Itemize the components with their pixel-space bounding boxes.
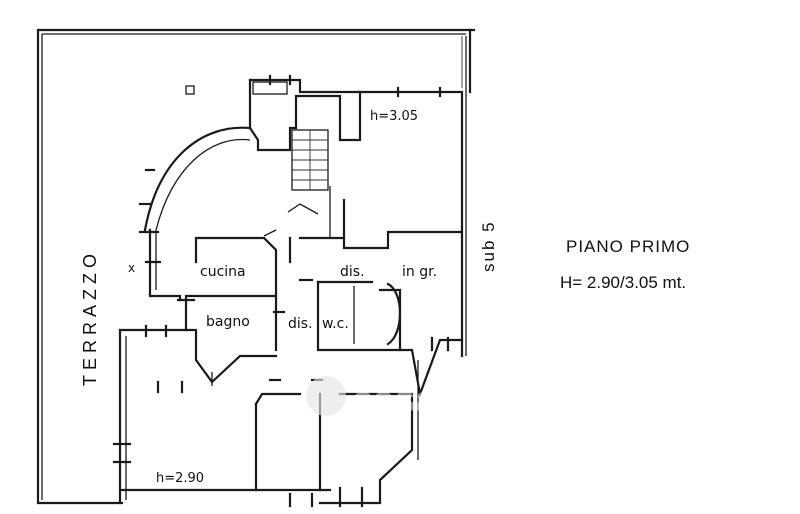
walls [118,78,464,505]
height-lower-label: h=2.90 [156,471,204,486]
watermark: casa.it [306,376,471,421]
terrace-boundary [36,28,476,505]
room-dis-label: dis. [340,264,365,280]
sub-label: sub 5 [479,220,498,272]
height-upper-label: h=3.05 [370,109,418,124]
room-cucina-label: cucina [200,264,246,280]
room-ingresso-label: in gr. [402,264,437,280]
openings [112,74,450,508]
room-bagno-label: bagno [206,314,250,330]
plan-title: PIANO PRIMO [566,237,690,256]
room-wc-label: w.c. [322,316,349,332]
mark-x: x [128,261,135,275]
staircase [287,129,329,215]
watermark-logo: casa.it [352,379,471,421]
room-dis-corridor-label: dis. [288,316,313,332]
plan-height-note: H= 2.90/3.05 mt. [560,273,686,292]
terrace-label: TERRAZZO [80,249,100,386]
